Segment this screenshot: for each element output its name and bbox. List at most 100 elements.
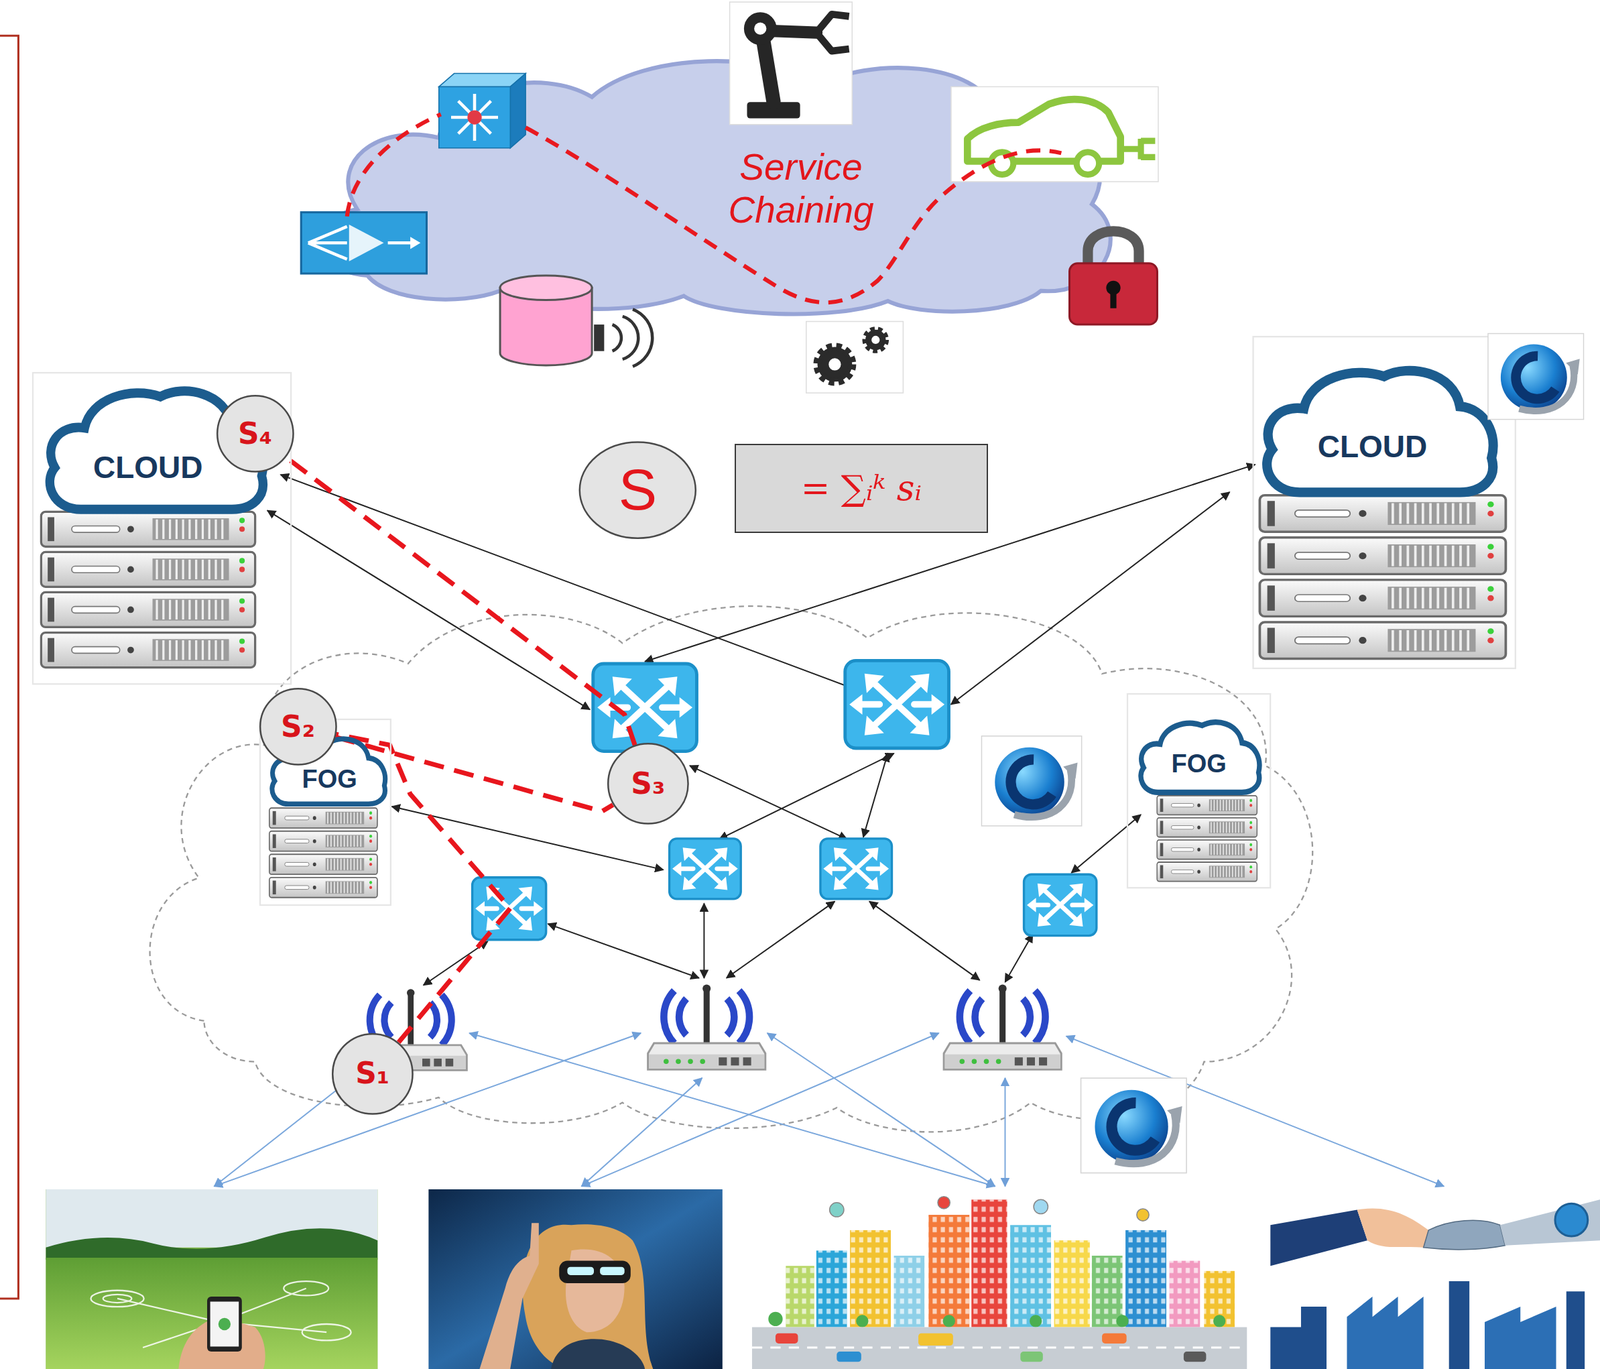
- network-link: [267, 464, 1256, 986]
- wireless-router: [648, 983, 766, 1070]
- access-link: [1066, 1036, 1444, 1187]
- network-region: [150, 605, 1314, 1132]
- smart-city-picture: [1183, 1351, 1206, 1362]
- node-label: FOG: [1158, 748, 1241, 781]
- vr-user-photo: [599, 1266, 625, 1275]
- wireless-router: [354, 983, 1062, 1070]
- circle-label: S₃: [607, 742, 690, 825]
- smart-farm-photo: [46, 1189, 379, 1369]
- smart-city-picture: [1033, 1199, 1048, 1214]
- network-switch: [669, 838, 742, 899]
- node-label: = ∑ᵢᵏ sᵢ: [735, 445, 987, 531]
- fog-node: FOG: [1127, 693, 1271, 888]
- service-part-circle: S₁: [331, 1032, 414, 1115]
- human-robot-picture: [1484, 1306, 1557, 1369]
- smart-city-picture: [829, 1196, 1149, 1222]
- wireless-router: [943, 983, 1062, 1070]
- vr-user-photo: [428, 1189, 722, 1369]
- smart-city-picture: [785, 1199, 1235, 1327]
- human-robot-picture: [1500, 1199, 1600, 1246]
- smart-farm-photo: [302, 1323, 352, 1340]
- network-link: [951, 491, 1230, 705]
- cloud-datacenter: CLOUD: [1250, 328, 1598, 672]
- network-switch: [820, 838, 893, 899]
- smart-city-picture: [918, 1333, 954, 1346]
- service-part-circle: S₄: [216, 394, 295, 473]
- vr-user-photo: [479, 1255, 539, 1369]
- node-label: CLOUD: [76, 447, 220, 488]
- circle-label: S₁: [331, 1032, 414, 1115]
- network-link: [719, 753, 894, 840]
- human-robot-picture: [1270, 1306, 1327, 1369]
- network-switch: [472, 660, 1097, 940]
- node-label: Service Chaining: [693, 138, 909, 240]
- access-link: [1004, 1077, 1006, 1186]
- vr-user-photo: [550, 1338, 645, 1369]
- network-link: [863, 753, 889, 838]
- smart-farm-photo: [90, 1280, 351, 1348]
- smart-city-picture: [768, 1311, 783, 1326]
- human-robot-picture: [1270, 1209, 1368, 1266]
- human-robot-picture: [1423, 1219, 1506, 1250]
- formula-box: = ∑ᵢᵏ sᵢ: [734, 443, 989, 533]
- service-chain-cloud-art: [300, 2, 1159, 393]
- node-label: CLOUD: [1301, 426, 1444, 468]
- vr-user-photo: [559, 1260, 631, 1284]
- cycle-logo: [981, 735, 1082, 826]
- smart-city-picture: [1029, 1314, 1042, 1327]
- cloud-datacenter-art: [1252, 333, 1584, 669]
- smart-farm-photo: [218, 1317, 231, 1330]
- circle-label: S: [578, 441, 698, 539]
- smart-city-picture: [775, 1333, 798, 1344]
- human-robot-picture: [1357, 1207, 1430, 1247]
- smart-farm-photo: [207, 1296, 242, 1352]
- smart-city-picture: [943, 1314, 956, 1327]
- human-robot-picture: [1449, 1280, 1470, 1369]
- access-link: [214, 1032, 1444, 1186]
- circle-label: S₂: [259, 687, 338, 766]
- network-link: [703, 903, 705, 978]
- network-switch: [593, 663, 698, 752]
- fog-node-outline: [1127, 693, 1271, 888]
- network-switch: [845, 660, 950, 749]
- human-robot-picture: [1270, 1189, 1600, 1369]
- human-robot-picture: [1555, 1203, 1588, 1237]
- smart-city-picture: [855, 1314, 869, 1327]
- smart-city-picture: [1213, 1314, 1226, 1327]
- vr-user-photo: [522, 1223, 653, 1369]
- node-label: FOG: [288, 763, 371, 797]
- smart-city-picture: [1116, 1314, 1129, 1327]
- smart-city-picture: [937, 1196, 950, 1209]
- smart-city-picture: [752, 1327, 1247, 1369]
- smart-city-picture: [836, 1351, 862, 1362]
- service-part-circle: S₃: [607, 742, 690, 825]
- smart-city-picture: [1020, 1351, 1043, 1362]
- network-link: [726, 901, 835, 978]
- side-frame: [0, 35, 19, 1299]
- smart-farm-photo: [46, 1189, 379, 1369]
- network-link: [869, 901, 980, 980]
- smart-farm-photo: [46, 1227, 379, 1260]
- circle-label: S₄: [216, 394, 295, 473]
- smart-city-picture: [768, 1311, 1226, 1328]
- smart-city-picture: [752, 1345, 1247, 1348]
- smart-city-picture: [752, 1189, 786, 1328]
- human-robot-picture: [1566, 1290, 1585, 1369]
- smart-city-picture: [752, 1189, 1247, 1369]
- network-link: [689, 765, 847, 840]
- network-link: [1004, 933, 1033, 982]
- vr-user-photo: [529, 1222, 539, 1264]
- service-part-circle: S₂: [259, 687, 338, 766]
- smart-farm-photo: [210, 1301, 240, 1346]
- cycle-logo: [1081, 1077, 1187, 1173]
- network-link: [267, 510, 590, 710]
- service-total-circle: S: [578, 441, 698, 539]
- fog-node-art: [1127, 693, 1271, 888]
- vr-user-photo: [567, 1266, 594, 1275]
- network-link: [392, 806, 664, 870]
- smart-city-picture: [1101, 1333, 1127, 1344]
- access-link: [581, 1077, 703, 1186]
- smart-farm-photo: [90, 1290, 144, 1307]
